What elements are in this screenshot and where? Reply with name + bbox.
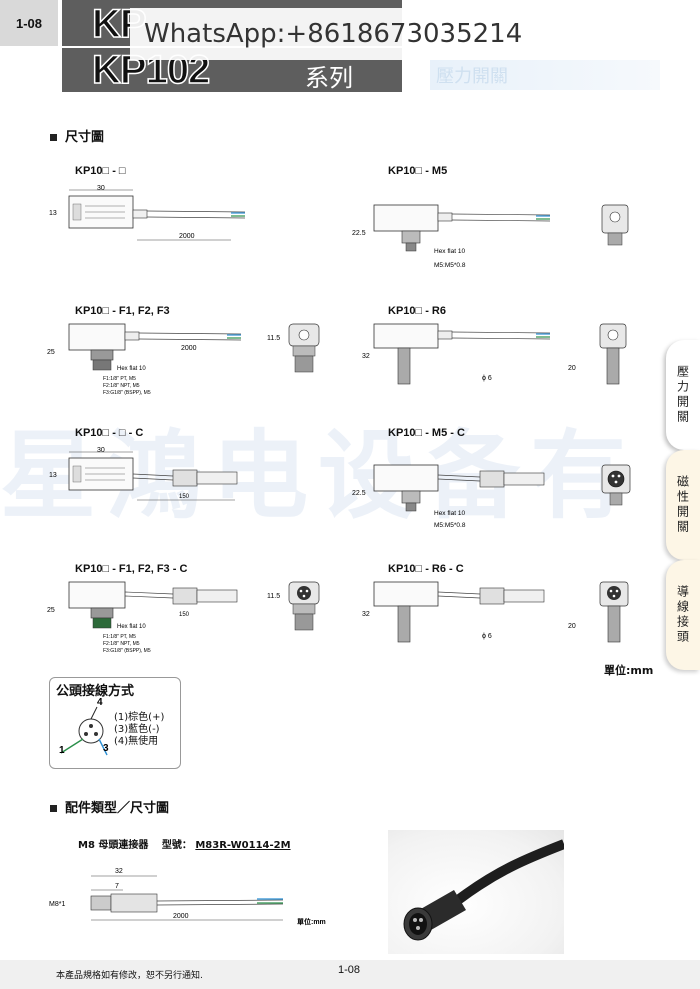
svg-text:13: 13 (49, 472, 57, 479)
svg-text:M5:M5*0.8: M5:M5*0.8 (434, 262, 466, 269)
connector-photo (388, 830, 566, 954)
wiring-line-3: (4)無使用 (114, 736, 159, 747)
diagram-title-d3: KP10□ - F1, F2, F3 (75, 305, 170, 317)
diagram-d7: 25 150 Hex flat 10 F1:1/8" PT, M5 F2:1/8… (47, 581, 320, 654)
diagram-d2: 22.5 Hex flat 10 M5:M5*0.8 (352, 204, 629, 269)
header-caption-band: 壓力開關 (430, 60, 660, 90)
svg-text:13: 13 (49, 210, 57, 217)
svg-text:F1:1/8" PT, M5: F1:1/8" PT, M5 (103, 634, 136, 640)
diagram-title-d2: KP10□ - M5 (388, 165, 448, 177)
svg-text:ϕ 6: ϕ 6 (482, 375, 492, 382)
svg-text:F3:G1/8" (BSPP), M5: F3:G1/8" (BSPP), M5 (103, 390, 151, 396)
footer (0, 960, 700, 989)
svg-text:25: 25 (47, 349, 55, 356)
svg-text:單位:mm: 單位:mm (297, 917, 326, 926)
svg-text:11.5: 11.5 (267, 593, 280, 600)
page-number-tab: 1-08 (0, 0, 58, 48)
diagram-d3: 25 2000 Hex flat 10 F1:1/8" PT, M5 F2:1/… (47, 323, 320, 396)
svg-text:32: 32 (362, 611, 370, 618)
diagram-title-d1: KP10□ - □ (75, 165, 126, 177)
footer-note: 本產品規格如有修改，恕不另行通知. (56, 971, 203, 981)
svg-text:30: 30 (97, 447, 105, 454)
m8-connector-image (403, 839, 566, 941)
header-caption: 壓力開關 (436, 66, 508, 87)
diagram-d8: 32 ϕ 6 20 (362, 581, 629, 643)
svg-text:32: 32 (115, 868, 123, 875)
svg-text:Hex flat 10: Hex flat 10 (434, 248, 465, 255)
svg-text:2000: 2000 (181, 345, 197, 352)
contact-overlay: WhatsApp:+8618673035214 (130, 8, 570, 60)
pin-4-label: 4 (97, 697, 103, 708)
svg-text:M8*1: M8*1 (49, 901, 65, 908)
diagram-title-d8: KP10□ - R6 - C (388, 563, 464, 575)
wiring-legend: (1)棕色(+) (3)藍色(-) (4)無使用 (114, 712, 164, 748)
side-tab-pressure-switch[interactable]: 壓力開關 (666, 340, 700, 450)
side-tab-cable-connector[interactable]: 導線接頭 (666, 560, 700, 670)
diagram-d5: 30 13 150 (49, 447, 238, 501)
wiring-title: 公頭接線方式 (56, 684, 135, 699)
diagram-title-d5: KP10□ - □ - C (75, 427, 144, 439)
pin-3-label: 3 (103, 743, 109, 754)
svg-text:25: 25 (47, 607, 55, 614)
diagram-title-d4: KP10□ - R6 (388, 305, 446, 317)
wiring-line-1: (1)棕色(+) (114, 712, 165, 723)
svg-text:20: 20 (568, 365, 576, 372)
unit-label: 單位:mm (604, 664, 654, 677)
svg-text:22.5: 22.5 (352, 230, 366, 237)
svg-text:150: 150 (179, 494, 190, 500)
svg-text:11.5: 11.5 (267, 335, 280, 342)
wiring-box (49, 677, 181, 769)
footer-page-number: 1-08 (338, 964, 361, 976)
section-title-accessories: 配件類型／尺寸圖 (50, 797, 169, 816)
wiring-line-2: (3)藍色(-) (114, 724, 160, 735)
svg-text:ϕ 6: ϕ 6 (482, 633, 492, 640)
svg-text:2000: 2000 (173, 913, 189, 920)
series-label: 系列 (305, 64, 353, 92)
diagram-d1: 30 13 2000 (49, 185, 246, 241)
svg-text:22.5: 22.5 (352, 490, 366, 497)
diagram-title-d6: KP10□ - M5 - C (388, 427, 465, 439)
svg-text:30: 30 (97, 185, 105, 192)
diagram-title-d7: KP10□ - F1, F2, F3 - C (75, 563, 188, 575)
diagram-d4: 32 ϕ 6 20 (362, 323, 627, 385)
side-tab-magnetic-switch[interactable]: 磁性開關 (666, 450, 700, 560)
svg-text:32: 32 (362, 353, 370, 360)
svg-text:150: 150 (179, 612, 190, 618)
svg-text:2000: 2000 (179, 233, 195, 240)
svg-text:Hex flat 10: Hex flat 10 (434, 510, 465, 517)
svg-text:F3:G1/8" (BSPP), M5: F3:G1/8" (BSPP), M5 (103, 648, 151, 654)
svg-text:20: 20 (568, 623, 576, 630)
connector-caption: M8 母頭連接器 型號： M83R-W0114-2M (78, 840, 291, 851)
svg-text:F1:1/8" PT, M5: F1:1/8" PT, M5 (103, 376, 136, 382)
pin-1-label: 1 (59, 745, 65, 756)
wiring-diagram: 4 1 3 (59, 697, 109, 756)
svg-text:Hex flat 10: Hex flat 10 (117, 366, 146, 372)
svg-text:F2:1/8" NPT, M5: F2:1/8" NPT, M5 (103, 641, 140, 647)
section-title-dimensions: 尺寸圖 (50, 126, 104, 145)
svg-text:F2:1/8" NPT, M5: F2:1/8" NPT, M5 (103, 383, 140, 389)
svg-text:Hex flat 10: Hex flat 10 (117, 624, 146, 630)
connector-diagram: 32 7 M8*1 2000 單位:mm (49, 868, 326, 926)
diagram-d6: 22.5 Hex flat 10 M5:M5*0.8 (352, 464, 631, 529)
svg-text:7: 7 (115, 883, 119, 890)
svg-text:M5:M5*0.8: M5:M5*0.8 (434, 522, 466, 529)
